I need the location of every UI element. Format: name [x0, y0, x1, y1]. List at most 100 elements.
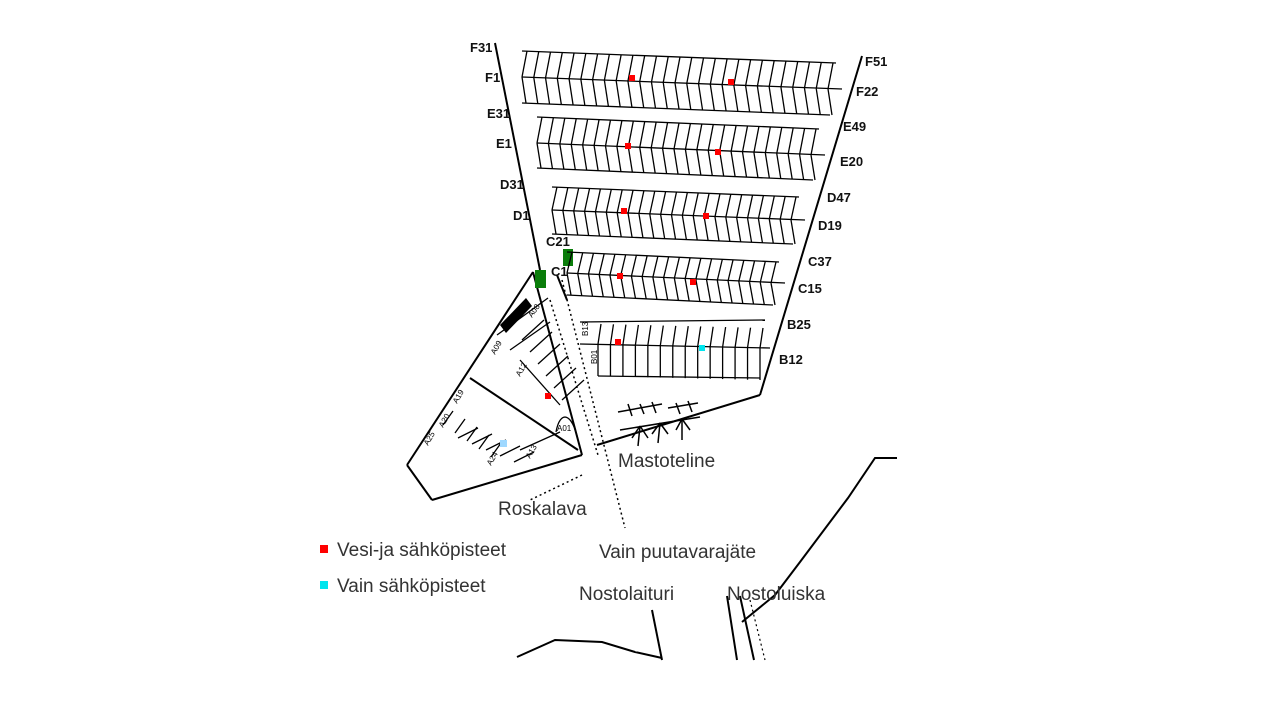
slip-divider [529, 331, 553, 353]
slip-divider [650, 81, 657, 109]
slip-divider [593, 145, 599, 171]
label-a24: A24 [485, 450, 500, 467]
slip-divider [577, 273, 583, 296]
pier-labels: F31 F1 E31 E1 D31 D1 C21 C1 F51 F22 E49 … [470, 40, 887, 367]
slip-divider [652, 277, 658, 300]
slip-divider [553, 367, 577, 389]
slip-divider [638, 213, 644, 238]
a-pier-slips [442, 297, 585, 463]
pier-d [551, 186, 806, 245]
harbor-outline [406, 42, 863, 501]
slip-divider [714, 216, 720, 241]
slip-divider [604, 145, 611, 172]
slip-divider [744, 85, 751, 112]
label-a01: A01 [557, 424, 572, 433]
slip-divider [659, 214, 666, 239]
slip-divider [815, 62, 822, 89]
slip-divider [582, 118, 589, 146]
slip-divider [559, 143, 565, 170]
slip-divider [672, 325, 677, 346]
slip-divider [757, 218, 764, 243]
slip-divider [551, 186, 558, 211]
slip-divider [734, 327, 739, 348]
slip-divider [639, 147, 645, 173]
slip-divider [650, 55, 658, 83]
slip-divider [547, 117, 555, 144]
slip-divider [725, 217, 731, 242]
a01-pier [555, 416, 579, 441]
label-d19: D19 [818, 218, 842, 233]
slip-divider [787, 153, 793, 180]
slip-divider [674, 82, 680, 110]
water-electric-point [617, 273, 623, 279]
slip-divider [547, 143, 554, 169]
slip-divider [536, 116, 543, 144]
slip-divider [587, 252, 595, 275]
slip-divider [684, 123, 692, 150]
slip-divider [692, 215, 698, 241]
slip-divider [537, 343, 561, 365]
slip-divider [639, 55, 646, 82]
slip-divider [615, 54, 622, 81]
slip-divider [764, 126, 771, 154]
slip-divider [605, 212, 611, 237]
slip-divider [753, 126, 760, 153]
slip-divider [768, 218, 774, 244]
place-nostoluiska: Nostoluiska [727, 584, 826, 605]
slip-divider [533, 77, 539, 104]
slip-divider [544, 77, 551, 105]
slip-divider [609, 324, 615, 345]
label-a12: A12 [514, 361, 529, 378]
legend-swatch-electric-only [320, 581, 328, 589]
slip-divider [756, 86, 763, 113]
slip-divider [594, 211, 601, 236]
slip-divider [686, 83, 692, 110]
slip-divider [673, 257, 681, 279]
slip-divider [776, 153, 782, 179]
slip-divider [662, 277, 669, 300]
slip-divider [697, 83, 704, 111]
slip-divider [490, 442, 502, 458]
a-pier-dark-block [500, 298, 532, 333]
slip-divider [556, 52, 563, 79]
water-electric-point [703, 213, 709, 219]
slip-divider [603, 54, 611, 81]
slip-divider [580, 79, 586, 106]
slip-divider [616, 212, 622, 237]
place-nostolaituri: Nostolaituri [579, 584, 674, 605]
slip-divider [744, 59, 752, 86]
slip-divider [609, 253, 616, 276]
slip-divider [591, 79, 598, 106]
water-electric-point [629, 75, 635, 81]
slip-divider [703, 193, 710, 217]
shoreline [516, 457, 897, 661]
slip-divider [561, 379, 585, 401]
electric-only-point [699, 345, 705, 351]
slip-divider [652, 256, 659, 278]
slip-divider [521, 319, 545, 341]
label-b12: B12 [779, 352, 803, 367]
slip-divider [661, 148, 668, 174]
slip-divider [598, 253, 605, 275]
slip-divider [616, 146, 622, 172]
slip-divider [521, 76, 527, 104]
label-b13: B13 [581, 321, 590, 336]
slip-divider [780, 61, 787, 88]
slip-divider [638, 190, 645, 214]
slip-divider [583, 211, 590, 236]
slip-divider [787, 127, 794, 155]
slip-divider [803, 87, 810, 115]
slip-divider [622, 324, 627, 345]
boat-slips [521, 50, 843, 380]
label-f22: F22 [856, 84, 878, 99]
legend-label-water-electric: Vesi-ja sähköpisteet [337, 540, 507, 561]
slip-divider [582, 144, 588, 171]
service-building-c [563, 249, 573, 266]
slip-divider [716, 259, 723, 281]
slip-divider [798, 154, 805, 180]
slip-divider [649, 190, 656, 215]
legend-swatch-water-electric [320, 545, 328, 553]
slip-divider [551, 209, 557, 235]
slip-divider [650, 147, 656, 174]
slip-divider [733, 85, 739, 112]
